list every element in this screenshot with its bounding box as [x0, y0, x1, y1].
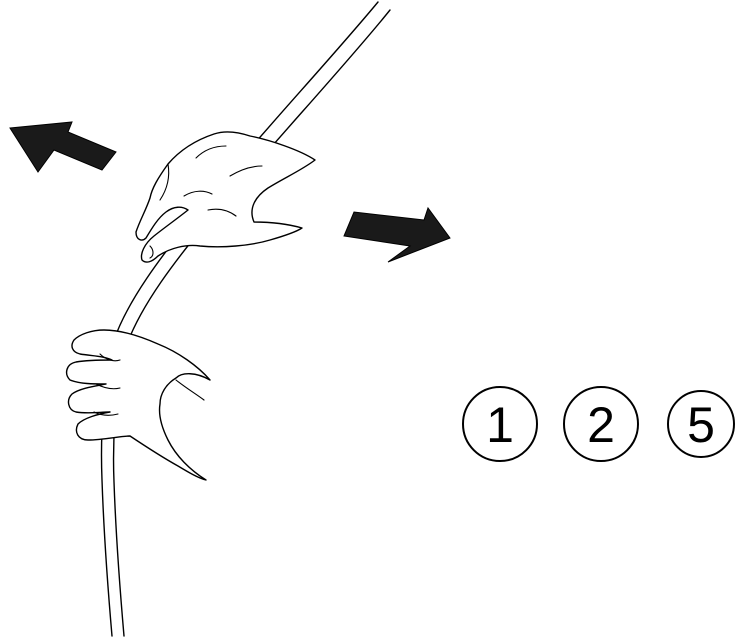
step-badge-label: 1	[486, 397, 514, 453]
push-right-arrow-icon	[343, 206, 451, 263]
lower-hand	[65, 329, 211, 481]
upper-hand	[135, 131, 316, 263]
step-badge-label: 5	[687, 397, 715, 453]
step-badge-2: 2	[563, 386, 639, 462]
hose	[100, 1, 391, 637]
step-badge-label: 2	[587, 397, 615, 453]
step-badge-1: 1	[462, 386, 538, 462]
pull-left-arrow-icon	[9, 121, 117, 173]
step-badge-5: 5	[667, 390, 735, 458]
